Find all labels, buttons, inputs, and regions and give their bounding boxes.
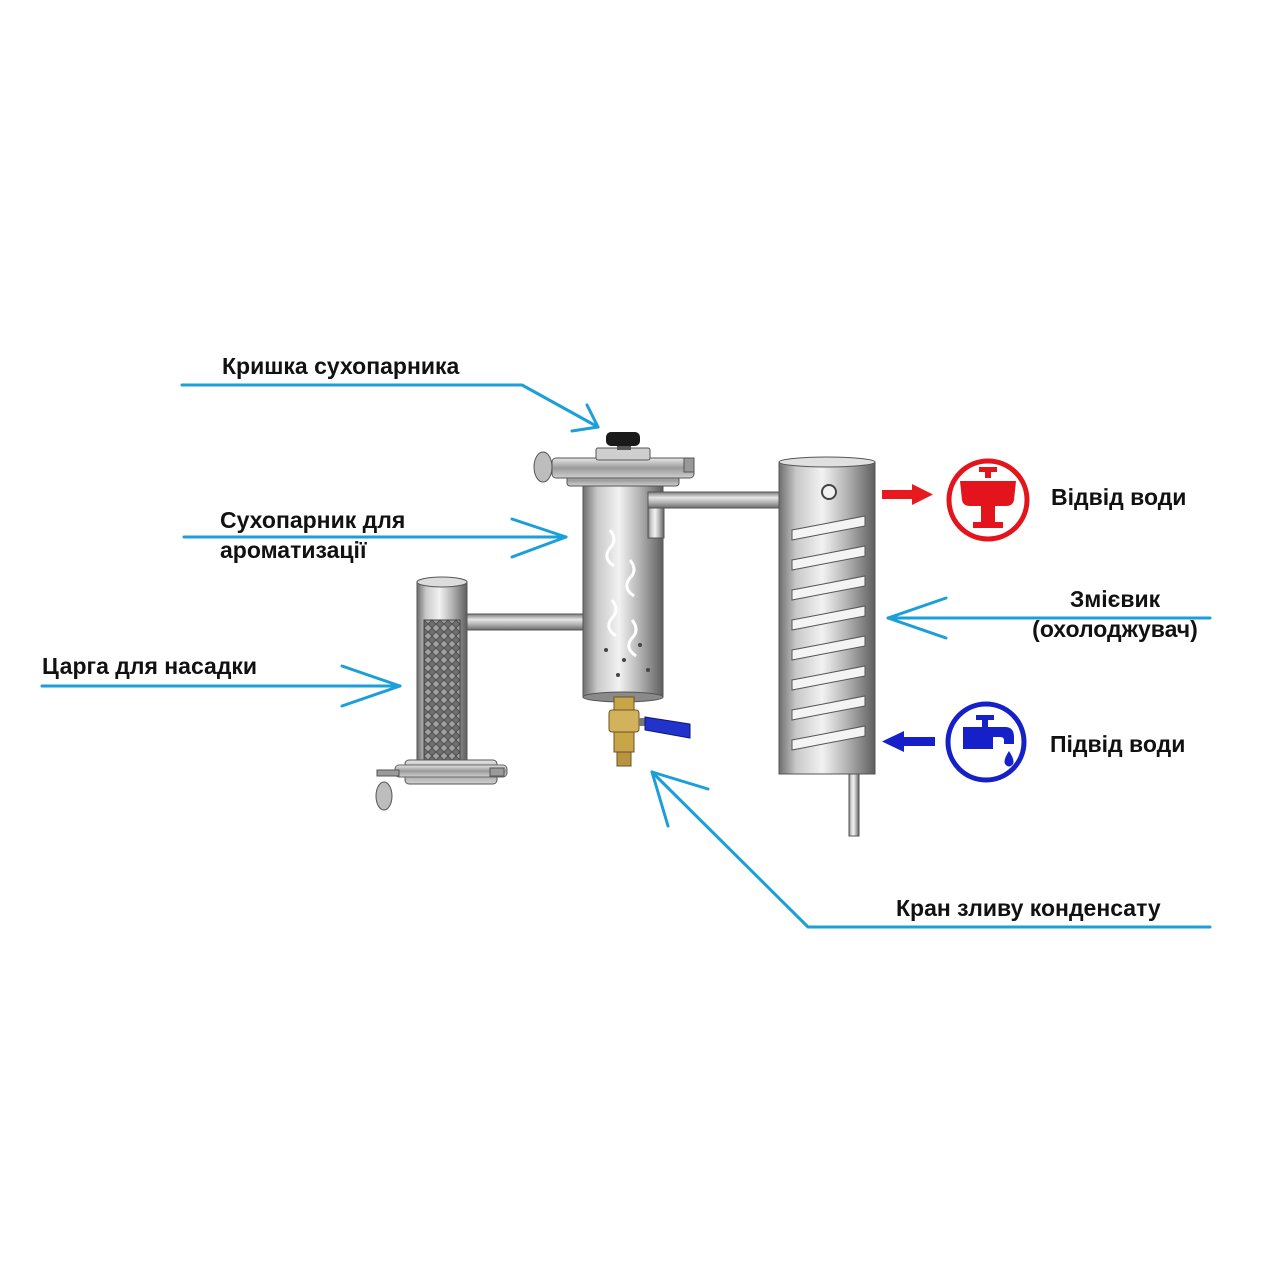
connecting-pipe-column — [466, 613, 588, 631]
coil-spiral — [791, 515, 866, 751]
water-out-arrow — [882, 484, 933, 505]
coil-cooler — [778, 456, 876, 837]
label-lid-text: Кришка сухопарника — [222, 353, 460, 379]
water-in-arrow — [882, 731, 935, 752]
apparatus — [375, 432, 876, 837]
lid-knob — [606, 432, 640, 450]
callout-lines — [40, 383, 1212, 929]
label-lid: Кришка сухопарника — [222, 351, 459, 381]
distillate-outlet-tube — [848, 773, 860, 837]
faucet-icon — [945, 701, 1027, 783]
callout-drain-valve — [650, 770, 1212, 929]
label-dry-steamer: Сухопарник для ароматизації — [220, 505, 405, 565]
label-coil-line2: (охолоджувач) — [1032, 616, 1198, 642]
water-outlet-port — [821, 484, 837, 500]
connecting-pipe-coil — [647, 491, 784, 539]
steamer-holes — [604, 643, 650, 677]
callout-lid — [180, 383, 600, 429]
label-drain-valve: Кран зливу конденсату — [896, 893, 1161, 923]
label-water-in: Підвід води — [1050, 729, 1185, 759]
label-column-text: Царга для насадки — [42, 653, 258, 679]
label-dry-steamer-line1: Сухопарник для — [220, 507, 406, 533]
sink-icon — [946, 458, 1030, 542]
drain-valve — [608, 696, 691, 767]
label-drain-valve-text: Кран зливу конденсату — [896, 895, 1161, 921]
dry-steamer — [533, 432, 695, 703]
label-coil-line1: Змієвик — [1069, 586, 1161, 612]
column-tsarga — [375, 576, 508, 811]
label-water-out-text: Відвід води — [1051, 484, 1187, 510]
lid-clamp-wingnuts — [533, 451, 695, 483]
label-column: Царга для насадки — [42, 651, 257, 681]
label-water-out: Відвід води — [1051, 482, 1186, 512]
label-dry-steamer-line2: ароматизації — [220, 537, 367, 563]
label-water-in-text: Підвід води — [1050, 731, 1186, 757]
label-coil: Змієвик (охолоджувач) — [1018, 584, 1212, 644]
steam-wave-decor — [605, 529, 638, 658]
clamp-wingnut-left — [375, 767, 505, 811]
valve-handle — [644, 716, 691, 739]
